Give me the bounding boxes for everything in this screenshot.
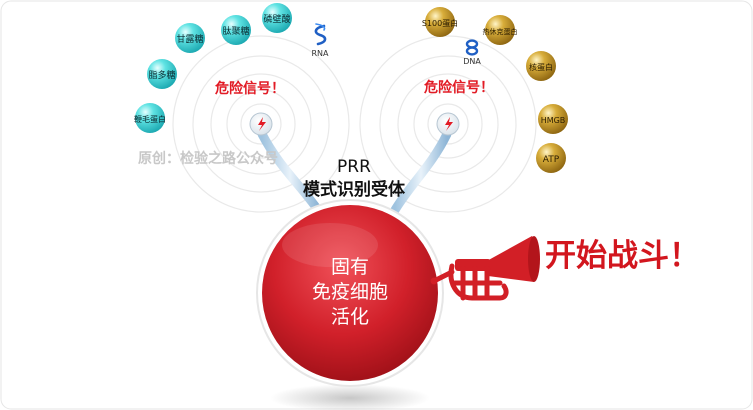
left-molecules: 甘露糖 肽聚糖 磷壁酸 脂多糖 鞭毛蛋白 bbox=[134, 3, 292, 133]
right-receptor-stem bbox=[390, 129, 452, 215]
cell-text-line1: 固有 bbox=[331, 256, 369, 278]
molecule-label: HMGB bbox=[541, 116, 566, 125]
molecule-ball: 核蛋白 bbox=[526, 51, 556, 81]
watermark-text: 原创：检验之路公众号 bbox=[138, 150, 278, 167]
cell-text-line3: 活化 bbox=[331, 306, 369, 328]
left-receptor-head bbox=[249, 112, 273, 136]
battle-cry-text: 开始战斗！ bbox=[545, 238, 700, 274]
right-signal-rings bbox=[359, 35, 537, 213]
right-danger-label: 危险信号！ bbox=[423, 79, 494, 96]
right-molecules: S100蛋白 热休克蛋白 核蛋白 HMGB ATP bbox=[422, 7, 568, 173]
molecule-label: 甘露糖 bbox=[176, 33, 203, 45]
molecule-ball: 肽聚糖 bbox=[221, 15, 251, 45]
left-receptor-stem bbox=[257, 129, 323, 215]
trumpet-icon bbox=[430, 236, 540, 301]
cell-text-line2: 免疫细胞 bbox=[312, 281, 388, 303]
molecule-ball: 磷壁酸 bbox=[262, 3, 292, 33]
lightning-icon bbox=[258, 117, 266, 131]
cell-shadow bbox=[270, 384, 430, 410]
molecule-label: 鞭毛蛋白 bbox=[134, 114, 166, 124]
molecule-label: 热休克蛋白 bbox=[483, 27, 518, 36]
molecule-ball: 脂多糖 bbox=[147, 59, 177, 89]
rna-label: RNA bbox=[311, 49, 329, 58]
molecule-ball: 甘露糖 bbox=[175, 23, 205, 53]
immune-cell: 固有 免疫细胞 活化 bbox=[256, 199, 444, 387]
molecule-ball: HMGB bbox=[538, 104, 568, 134]
molecule-label: 核蛋白 bbox=[529, 62, 553, 72]
molecule-label: ATP bbox=[543, 155, 560, 165]
prr-label: PRR bbox=[337, 157, 371, 177]
left-signal-rings bbox=[172, 35, 350, 213]
molecule-ball: 热休克蛋白 bbox=[483, 15, 518, 45]
molecule-label: S100蛋白 bbox=[422, 18, 458, 28]
dna-icon: DNA bbox=[463, 39, 481, 66]
molecule-ball: ATP bbox=[536, 143, 566, 173]
molecule-label: 肽聚糖 bbox=[222, 25, 249, 37]
molecule-label: 磷壁酸 bbox=[263, 13, 290, 25]
lightning-icon bbox=[445, 117, 453, 131]
prr-subtitle: 模式识别受体 bbox=[303, 179, 406, 200]
rna-icon: RNA bbox=[311, 23, 329, 58]
molecule-ball: S100蛋白 bbox=[422, 7, 458, 37]
dna-label: DNA bbox=[463, 57, 481, 66]
molecule-ball: 鞭毛蛋白 bbox=[134, 103, 166, 133]
molecule-label: 脂多糖 bbox=[148, 69, 175, 81]
left-danger-label: 危险信号！ bbox=[214, 80, 285, 97]
right-receptor-head bbox=[436, 112, 460, 136]
